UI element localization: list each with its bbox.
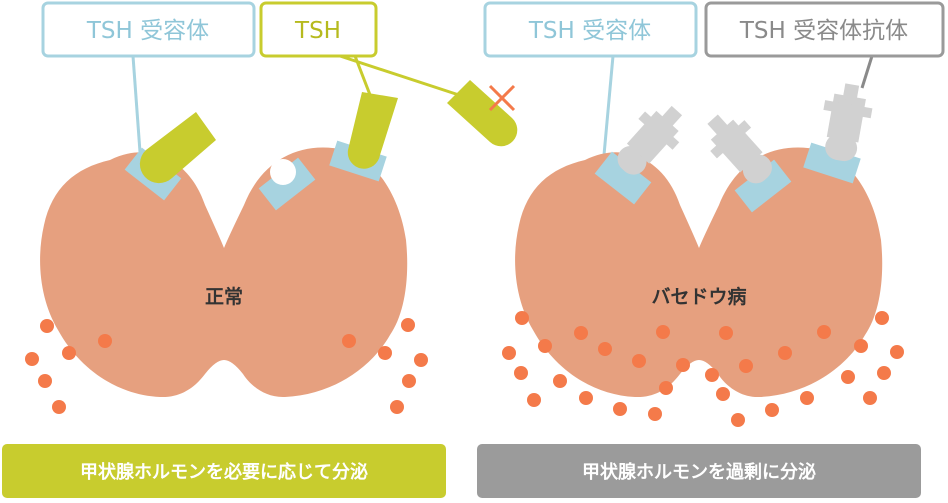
antibody-callout-box <box>704 1 945 58</box>
receptor-leader-line <box>602 55 615 156</box>
thyroid-gland-graves <box>515 147 883 398</box>
tsh-callout-box <box>259 1 378 58</box>
tsh-receptor-antibody <box>823 83 873 162</box>
tsh-receptor-antibody <box>707 114 772 184</box>
gland-label-normal: 正常 <box>205 285 243 308</box>
tsh-label: TSH <box>294 18 341 44</box>
x-mark-icon <box>488 84 516 112</box>
tsh-molecule-free <box>447 80 518 147</box>
hormone-dots-graves <box>502 311 904 427</box>
antibody-leader-line <box>860 55 874 89</box>
panel-graves: バセドウ病 TSH 受容体 TSH 受容体抗体 甲状腺ホルモンを過剰に分泌 <box>477 1 945 498</box>
receptor-label: TSH 受容体 <box>86 18 209 44</box>
tsh-receptor-antibody <box>617 105 683 175</box>
tsh-receptor <box>803 142 861 184</box>
caption-bar-graves <box>477 444 921 498</box>
tsh-blocked-leader-line <box>339 54 463 98</box>
hormone-dots-normal <box>25 318 428 414</box>
caption-bar-normal <box>2 444 446 498</box>
gland-label-graves: バセドウ病 <box>651 285 746 308</box>
panel-normal: 正常 TSH 受容体 TSH 甲状腺ホルモンを必要に応じて分泌 <box>2 1 518 498</box>
caption-normal: 甲状腺ホルモンを必要に応じて分泌 <box>80 461 368 483</box>
tsh-molecule-bound <box>139 112 216 184</box>
tsh-receptor <box>734 159 792 213</box>
receptor-leader-line <box>131 55 142 153</box>
thyroid-gland-normal <box>40 147 408 398</box>
receptor-callout-box <box>483 1 698 58</box>
tsh-receptor-empty <box>258 157 316 211</box>
receptor-callout-box <box>41 1 256 58</box>
caption-graves: 甲状腺ホルモンを過剰に分泌 <box>582 461 816 483</box>
tsh-receptor <box>594 151 652 205</box>
antibody-label: TSH 受容体抗体 <box>739 18 908 44</box>
receptor-label: TSH 受容体 <box>528 18 651 44</box>
tsh-molecule-bound <box>347 92 398 169</box>
